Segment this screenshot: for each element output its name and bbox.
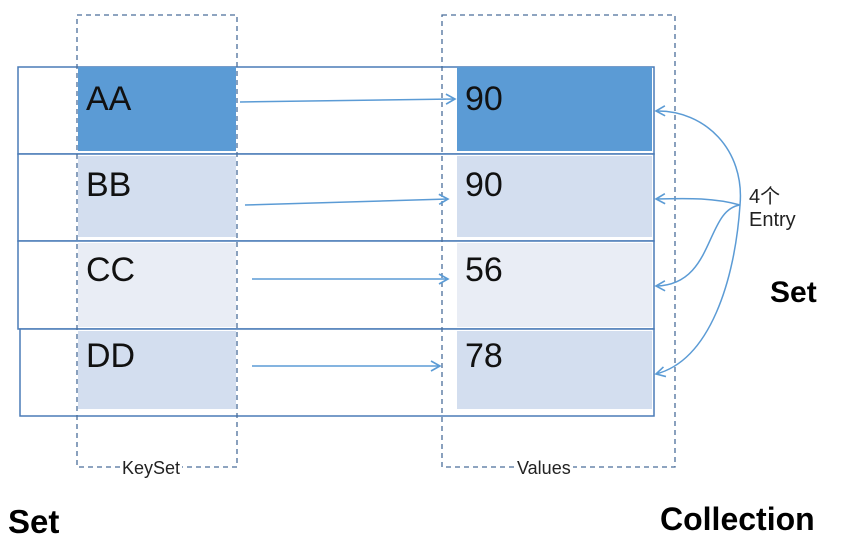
key-dd: DD	[86, 337, 136, 375]
key-cell-1	[78, 67, 236, 151]
value-3: 56	[465, 251, 503, 289]
value-4: 78	[465, 337, 503, 375]
key-aa: AA	[86, 80, 132, 118]
value-cell-3	[457, 243, 652, 327]
key-cell-3	[78, 243, 236, 327]
key-cc: CC	[86, 251, 136, 289]
value-cell-2	[457, 156, 652, 237]
entry-count: 4个	[749, 186, 781, 208]
set-label-right: Set	[770, 276, 817, 309]
collection-label: Collection	[660, 501, 815, 537]
set-label-left: Set	[8, 503, 60, 540]
values-label: Values	[515, 458, 573, 478]
value-1: 90	[465, 80, 503, 118]
entry-arrow-2	[654, 193, 741, 206]
entry-word: Entry	[749, 209, 796, 231]
entry-arrow-3	[654, 204, 741, 292]
value-cell-4	[457, 331, 652, 409]
value-2: 90	[465, 166, 503, 204]
key-bb: BB	[86, 166, 132, 204]
entry-arrow-1	[654, 105, 742, 206]
value-cell-1	[457, 67, 652, 151]
key-cell-4	[78, 331, 236, 409]
entry-arrow-4	[654, 204, 741, 378]
keyset-label: KeySet	[120, 458, 183, 478]
key-cell-2	[78, 156, 236, 237]
arrow-bb-90	[244, 193, 450, 206]
entry-note: 4个 Entry	[749, 186, 796, 232]
arrow-aa-90	[239, 93, 457, 105]
